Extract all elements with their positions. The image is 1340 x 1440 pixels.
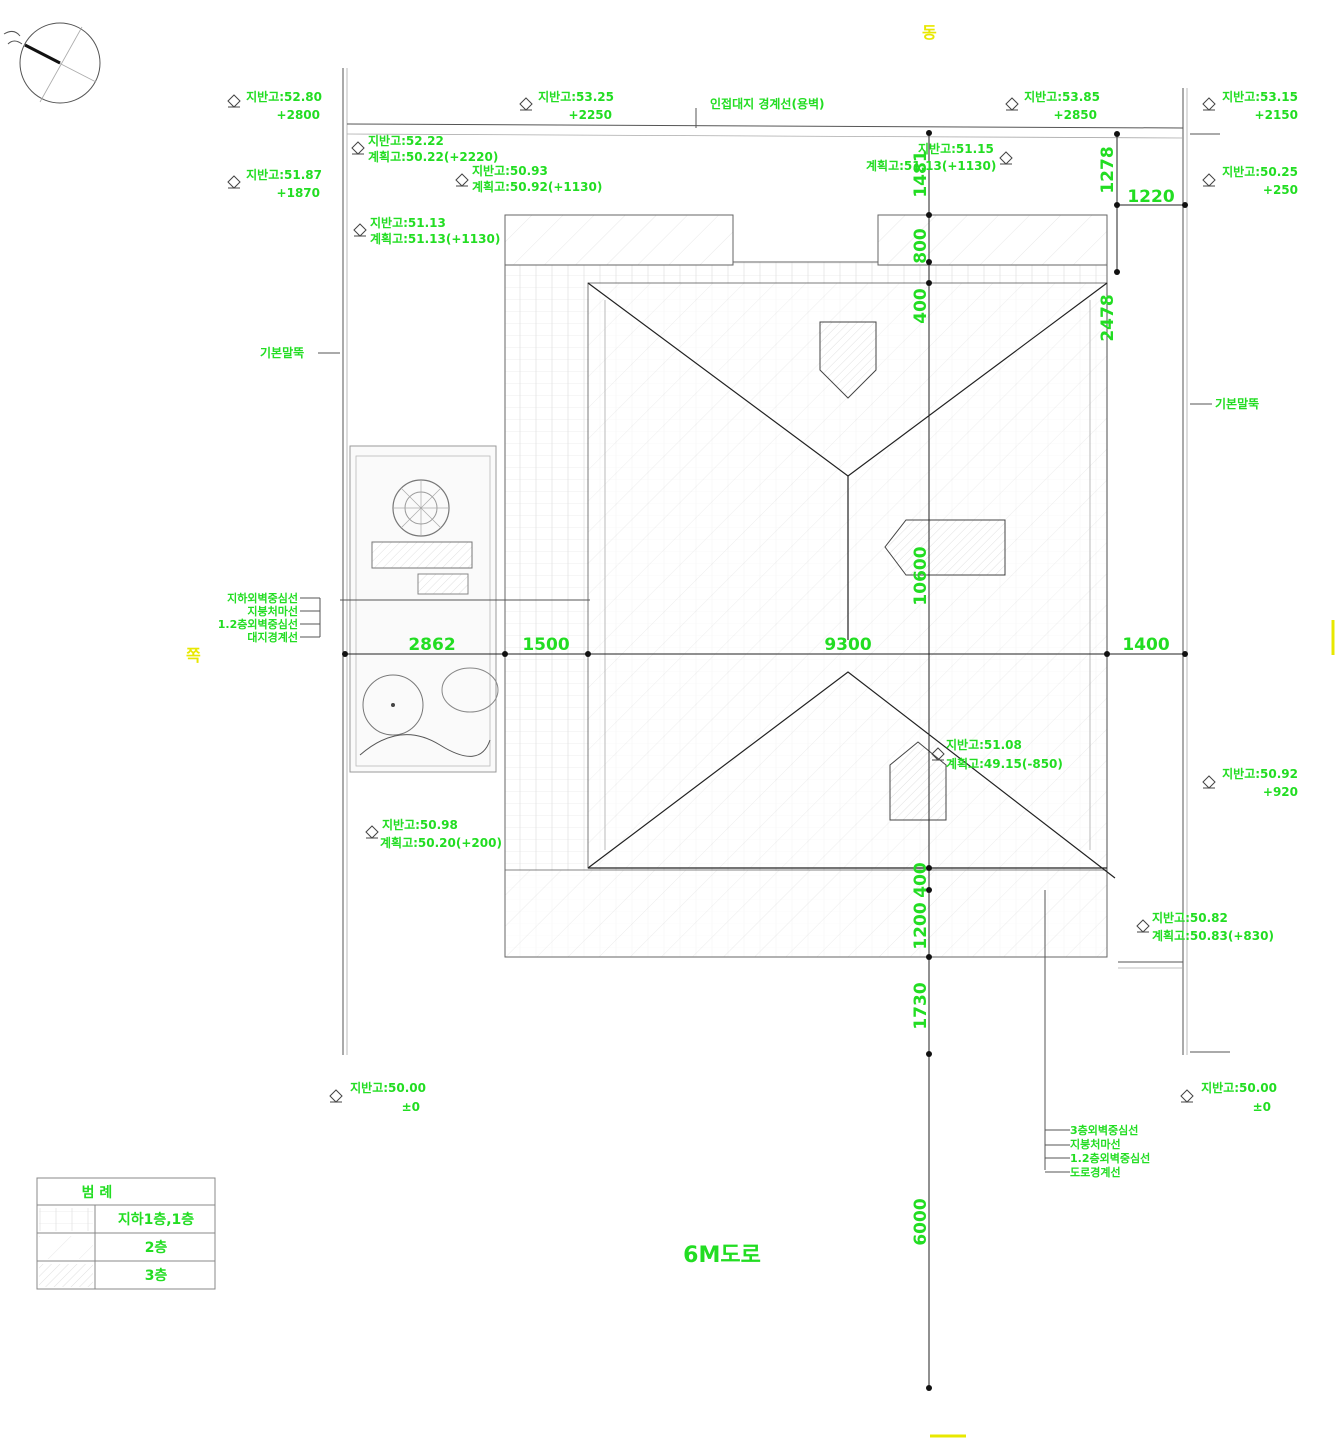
dim-label: 10600 xyxy=(911,546,931,605)
elevation-planned: 계획고:49.15(-850) xyxy=(946,756,1063,771)
legend-swatch xyxy=(39,1264,93,1287)
dim-label: 1400 xyxy=(1122,635,1169,655)
base-line-right-label: 기본말뚝 xyxy=(1215,396,1259,411)
elevation-planned: 계획고:50.83(+830) xyxy=(1152,928,1274,943)
setback-note: 지하외벽중심선 xyxy=(227,591,298,605)
vertical-dimensions: 1481 800 400 10600 400 1200 1730 6000 12… xyxy=(911,146,1118,1245)
setback-note: 도로경계선 xyxy=(1070,1165,1121,1179)
dim-label: 2862 xyxy=(408,635,455,655)
elevation-offset: +920 xyxy=(1263,785,1298,799)
dim-label: 1200 xyxy=(911,902,931,949)
elevation-offset: +1870 xyxy=(277,186,320,200)
dim-label: 1481 xyxy=(911,150,931,197)
setback-note: 1.2층외벽중심선 xyxy=(218,617,298,631)
elevation-ground: 지반고:53.85 xyxy=(1024,89,1100,104)
dim-label: 400 xyxy=(911,862,931,898)
elevation-offset: ±0 xyxy=(1253,1100,1271,1114)
dim-label: 800 xyxy=(911,228,931,264)
dim-label: 2478 xyxy=(1098,294,1118,341)
elevation-ground: 지반고:52.22 xyxy=(368,133,444,148)
direction-top: 동 xyxy=(922,23,937,42)
elevation-planned: 계획고:50.20(+200) xyxy=(380,835,502,850)
direction-left: 쪽 xyxy=(186,646,201,665)
elevation-ground: 지반고:51.15 xyxy=(918,141,994,156)
landscape-panel xyxy=(349,445,499,773)
site-boundary xyxy=(342,68,1230,1055)
elevation-offset: +2800 xyxy=(277,108,320,122)
elevation-ground: 지반고:50.98 xyxy=(382,817,458,832)
dim-label: 1730 xyxy=(911,982,931,1029)
setback-note: 3층외벽중심선 xyxy=(1070,1123,1138,1137)
dim-label: 400 xyxy=(911,288,931,324)
elevation-offset: +2150 xyxy=(1255,108,1298,122)
setback-note: 지붕처마선 xyxy=(1070,1137,1121,1151)
legend-row-label: 3층 xyxy=(145,1268,168,1284)
elevation-planned: 계획고:51.13(+1130) xyxy=(866,158,996,173)
elevation-ground: 지반고:50.25 xyxy=(1222,164,1298,179)
elevation-symbol-icons xyxy=(227,94,1216,1103)
setback-notes-bottom: 3층외벽중심선 지붕처마선 1.2층외벽중심선 도로경계선 xyxy=(1070,1123,1150,1179)
legend-swatch xyxy=(39,1236,93,1259)
elevation-markers: 지반고:52.80 +2800 지반고:53.25 +2250 지반고:53.8… xyxy=(246,89,1298,1114)
elevation-ground: 지반고:50.00 xyxy=(350,1080,426,1095)
elevation-ground: 지반고:51.13 xyxy=(370,215,446,230)
elevation-planned: 계획고:50.22(+2220) xyxy=(368,149,498,164)
setback-notes-left: 지하외벽중심선 지붕처마선 1.2층외벽중심선 대지경계선 xyxy=(218,591,298,644)
elevation-ground: 지반고:53.25 xyxy=(538,89,614,104)
elevation-ground: 지반고:50.82 xyxy=(1152,910,1228,925)
dim-label: 1220 xyxy=(1127,187,1174,207)
dim-label: 6000 xyxy=(911,1198,931,1245)
elevation-ground: 지반고:50.93 xyxy=(472,163,548,178)
elevation-ground: 지반고:50.00 xyxy=(1201,1080,1277,1095)
horizontal-dimensions: 2862 1500 9300 1400 1220 xyxy=(408,187,1174,655)
setback-note: 1.2층외벽중심선 xyxy=(1070,1151,1150,1165)
legend-row-label: 2층 xyxy=(145,1240,168,1256)
dim-label: 1278 xyxy=(1098,146,1118,193)
legend-row-label: 지하1층,1층 xyxy=(118,1211,194,1228)
roof-plan xyxy=(504,214,1116,958)
base-line-left-label: 기본말뚝 xyxy=(260,345,304,360)
legend-title: 범 례 xyxy=(82,1185,113,1201)
elevation-offset: +2250 xyxy=(569,108,612,122)
elevation-ground: 지반고:51.08 xyxy=(946,737,1022,752)
dim-label: 1500 xyxy=(522,635,569,655)
legend-swatch xyxy=(39,1208,93,1231)
road-label: 6M도로 xyxy=(683,1243,761,1268)
elevation-ground: 지반고:50.92 xyxy=(1222,766,1298,781)
legend: 범 례 지하1층,1층 2층 3층 xyxy=(36,1177,216,1290)
dimension-dots xyxy=(342,130,1188,1391)
setback-note: 지붕처마선 xyxy=(247,604,298,618)
compass-icon xyxy=(3,22,101,104)
elevation-planned: 계획고:51.13(+1130) xyxy=(370,231,500,246)
elevation-offset: +250 xyxy=(1263,183,1298,197)
elevation-ground: 지반고:51.87 xyxy=(246,167,322,182)
elevation-offset: +2850 xyxy=(1054,108,1097,122)
dim-label: 9300 xyxy=(824,635,871,655)
setback-note: 대지경계선 xyxy=(247,630,298,644)
elevation-planned: 계획고:50.92(+1130) xyxy=(472,179,602,194)
elevation-offset: ±0 xyxy=(402,1100,420,1114)
elevation-ground: 지반고:52.80 xyxy=(246,89,322,104)
elevation-ground: 지반고:53.15 xyxy=(1222,89,1298,104)
boundary-note: 인접대지 경계선(용벽) xyxy=(710,96,825,111)
